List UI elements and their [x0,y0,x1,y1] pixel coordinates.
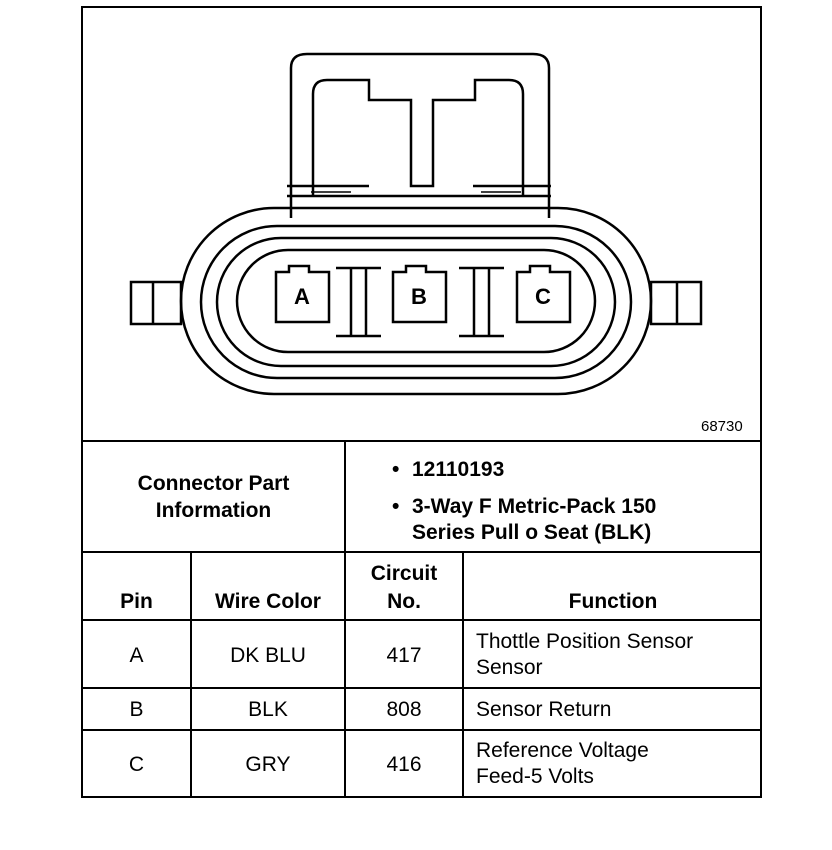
left-rib [129,280,183,326]
connector-label-line1: Connector Part [137,472,290,495]
pin-label-a: A [294,284,310,309]
part-number: 12110193 [392,457,504,483]
pin-label-c: C [535,284,551,309]
rule-header [81,551,762,553]
rule-col-circuit [462,551,464,798]
row-a-function-line1: Thottle Position Sensor [476,630,694,653]
part-description-line2: Series Pull o Seat (BLK) [412,521,652,544]
latch-housing [289,52,551,218]
cavity-c [515,264,572,324]
cavity-b [391,264,448,324]
row-a-circuit: 417 [386,644,422,667]
row-c-function-line2: Feed-5 Volts [476,765,594,788]
rule-row-a [81,619,762,621]
row-c-pin: C [128,753,145,776]
row-b-pin: B [129,698,144,721]
latch-inner [311,78,525,196]
rule-row-b [81,687,762,689]
pinout-sheet [81,6,762,798]
rule-top [81,440,762,442]
cavity-a [274,264,331,324]
connector-body-outer [179,206,653,396]
row-a-wire-color: DK BLU [230,644,306,667]
header-circuit-line1: Circuit [370,562,438,585]
row-b-circuit: 808 [386,698,422,721]
row-c-function-line1: Reference Voltage [476,739,649,762]
row-c-wire-color: GRY [245,753,291,776]
row-b-function: Sensor Return [476,698,612,721]
header-pin: Pin [120,590,153,613]
header-function: Function [568,590,658,613]
figure-number: 68730 [701,418,743,435]
pin-label-b: B [411,284,427,309]
row-c-circuit: 416 [386,753,422,776]
row-a-pin: A [129,644,144,667]
row-a-function-line2: Sensor [476,656,543,679]
row-b-wire-color: BLK [248,698,288,721]
header-wire-color: Wire Color [215,590,321,613]
part-description-line1: 3-Way F Metric-Pack 150 [392,494,656,520]
connector-diagram: A B C 68730 [129,52,743,435]
header-circuit-line2: No. [387,590,421,613]
rule-col-info [344,440,346,798]
rule-row-c [81,729,762,731]
connector-label-line2: Information [155,499,272,522]
rule-col-pin [190,551,192,798]
